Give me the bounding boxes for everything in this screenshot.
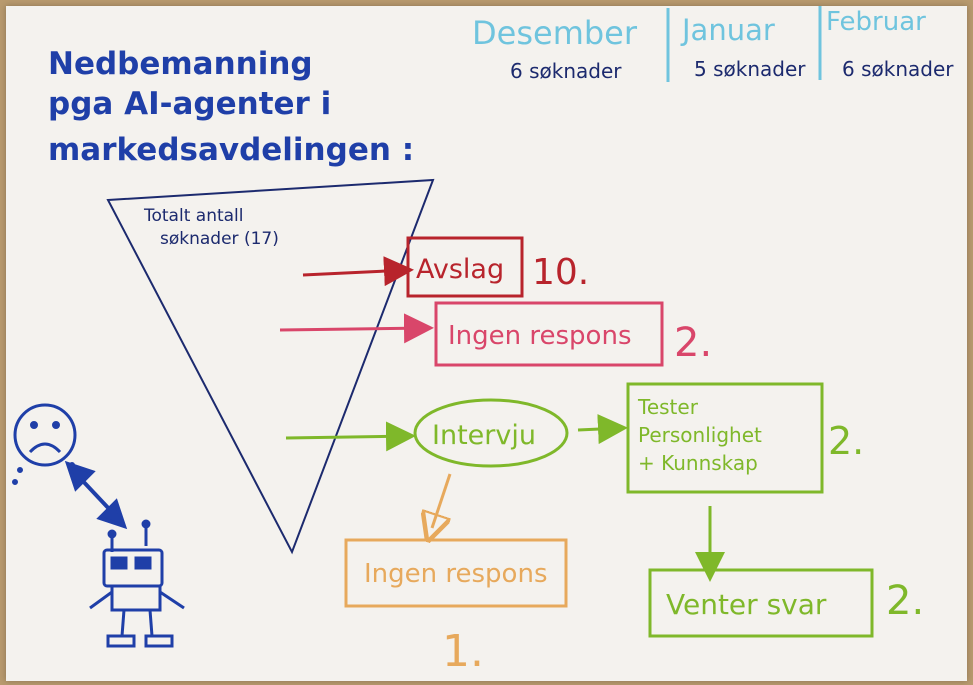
avslag-node: Avslag 10. <box>302 236 589 298</box>
sad-face-icon <box>12 403 77 485</box>
ingen-respons-orange-box <box>344 538 568 608</box>
ingen-respons-pink-arrow <box>279 313 434 344</box>
intervju-arrow <box>285 421 416 452</box>
avslag-count: 10. <box>532 252 589 293</box>
title-line-1: Nedbemanning <box>48 46 313 82</box>
ingen-respons-pink-label: Ingen respons <box>448 321 632 351</box>
tester-box <box>626 382 824 494</box>
avslag-arrow <box>302 256 414 287</box>
ingen-respons-pink-box <box>434 301 664 367</box>
intervju-label: Intervju <box>432 420 536 451</box>
ingen-respons-orange-node: Ingen respons 1. <box>344 473 568 677</box>
month-count-3: 6 søknader <box>842 57 954 81</box>
venter-svar-count: 2. <box>886 578 924 624</box>
month-count-2: 5 søknader <box>694 57 806 81</box>
title-block: Nedbemanning pga AI-agenter i markedsavd… <box>48 46 414 168</box>
title-line-3: markedsavdelingen : <box>48 132 414 168</box>
funnel-label-line-1: Totalt antall <box>143 206 244 226</box>
avslag-box <box>406 236 524 298</box>
tester-line-3: + Kunnskap <box>638 451 758 475</box>
tester-count: 2. <box>828 419 864 463</box>
title-line-2: pga AI-agenter i <box>48 86 331 122</box>
tester-arrow <box>577 414 628 445</box>
ingen-respons-orange-count: 1. <box>442 626 484 677</box>
venter-svar-label: Venter svar <box>666 588 827 621</box>
ingen-respons-pink-count: 2. <box>674 320 712 366</box>
intervju-ellipse <box>413 398 569 468</box>
tester-line-2: Personlighet <box>638 423 762 447</box>
tester-line-1: Tester <box>637 395 699 419</box>
funnel: Totalt antall søknader (17) <box>106 178 435 555</box>
month-name-1: Desember <box>472 14 638 52</box>
venter-svar-box <box>648 568 874 638</box>
venter-svar-node: Venter svar 2. <box>648 506 924 638</box>
month-name-3: Februar <box>826 7 926 37</box>
ingen-respons-pink-node: Ingen respons 2. <box>279 301 712 367</box>
funnel-triangle <box>106 178 435 555</box>
ingen-respons-orange-label: Ingen respons <box>364 559 548 589</box>
intervju-node: Intervju <box>285 398 569 468</box>
tester-node: Tester Personlighet + Kunnskap 2. <box>577 382 864 494</box>
months-header: Desember 6 søknader Januar 5 søknader Fe… <box>472 6 954 83</box>
month-name-2: Januar <box>680 13 775 47</box>
robot-icon <box>89 519 185 648</box>
funnel-label-line-2: søknader (17) <box>160 229 279 249</box>
month-count-1: 6 søknader <box>510 59 622 83</box>
double-arrow-icon <box>64 460 128 530</box>
avslag-label: Avslag <box>416 254 504 285</box>
ingen-respons-orange-arrow <box>432 473 452 528</box>
